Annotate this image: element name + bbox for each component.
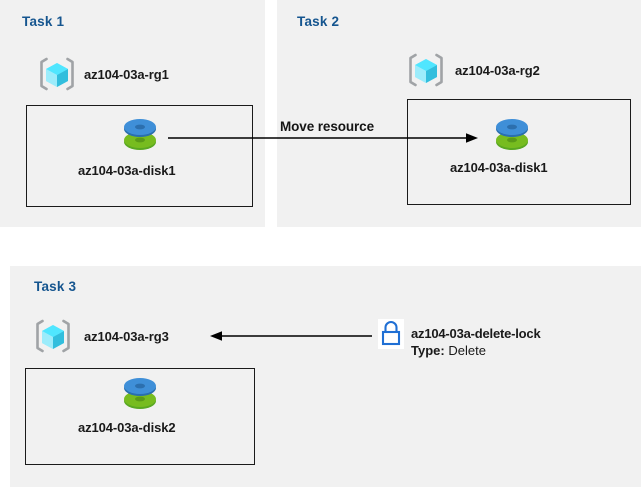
task1-resource-box [26, 105, 253, 207]
resource-group-icon [406, 52, 446, 88]
move-resource-arrow-label: Move resource [280, 119, 374, 134]
task3-resource-group-label: az104-03a-rg3 [84, 329, 169, 344]
task2-title: Task 2 [297, 14, 340, 29]
task3-panel [10, 266, 641, 487]
delete-lock-type-value: Delete [448, 343, 486, 358]
resource-group-icon [37, 56, 77, 92]
managed-disk-icon [120, 374, 160, 416]
lock-icon [378, 319, 404, 349]
delete-lock-type: Type: Delete [411, 342, 540, 359]
task3-resource-box [25, 368, 255, 465]
move-resource-arrow [168, 130, 480, 146]
delete-lock-info: az104-03a-delete-lock Type: Delete [411, 325, 541, 359]
task1-panel [0, 0, 265, 227]
task2-resource-box [407, 99, 631, 205]
resource-group-icon [33, 318, 73, 354]
delete-lock-name: az104-03a-delete-lock [411, 326, 541, 341]
task3-resource-label: az104-03a-disk2 [78, 420, 176, 435]
task1-title: Task 1 [22, 14, 65, 29]
delete-lock-arrow [210, 328, 372, 344]
managed-disk-icon [120, 115, 160, 157]
task3-title: Task 3 [34, 279, 77, 294]
task2-panel [277, 0, 641, 227]
task1-resource-label: az104-03a-disk1 [78, 163, 176, 178]
managed-disk-icon [492, 115, 532, 157]
task2-resource-label: az104-03a-disk1 [450, 160, 548, 175]
task1-resource-group-label: az104-03a-rg1 [84, 67, 169, 82]
task2-resource-group-label: az104-03a-rg2 [455, 63, 540, 78]
delete-lock-type-label: Type: [411, 343, 445, 358]
